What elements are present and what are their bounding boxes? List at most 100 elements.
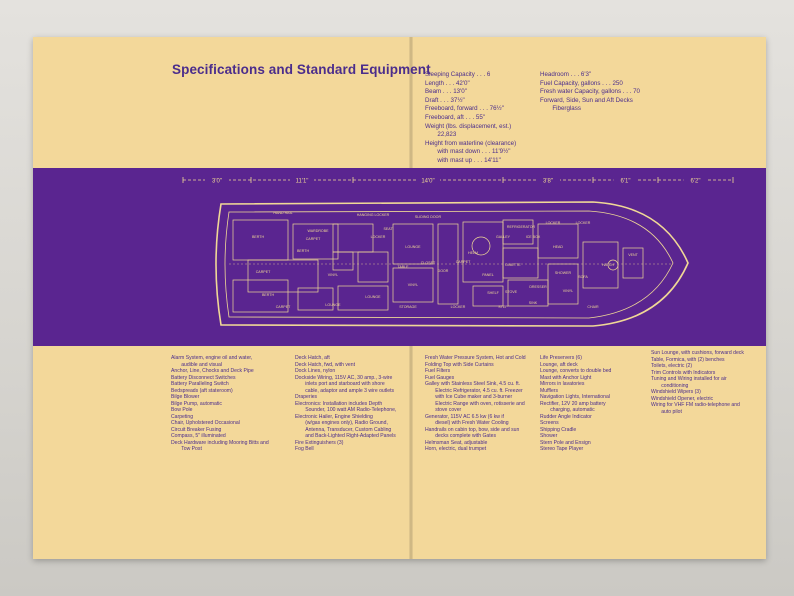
equipment-item: Table, Formica, with (2) benches bbox=[651, 356, 725, 363]
dimension-label: 6'2" bbox=[691, 179, 701, 185]
equipment-item: Deck Hardware including Mooring Bitts an… bbox=[171, 439, 269, 446]
specifications-column-2: Headroom . . . 6'3"Fuel Capacity, gallon… bbox=[540, 71, 640, 114]
equipment-item: Screens bbox=[540, 420, 559, 426]
equipment-item: Galley with Stainless Steel Sink, 4.5 cu… bbox=[425, 381, 521, 387]
plan-label: WARDROBE bbox=[307, 229, 329, 233]
plan-label: ICE BOX bbox=[526, 235, 541, 239]
equipment-item: Lounge, aft deck bbox=[540, 361, 578, 368]
plan-label: LOCKER bbox=[451, 305, 466, 309]
plan-label: STORAGE bbox=[399, 305, 417, 309]
plan-label: SLIDING DOOR bbox=[415, 215, 442, 219]
equipment-column-1: Alarm System, engine oil and water, audi… bbox=[171, 355, 269, 453]
equipment-item: Wiring for VHF FM radio-telephone and bbox=[651, 402, 740, 408]
equipment-item: Battery Paralleling Switch bbox=[171, 381, 229, 387]
equipment-item: Chair, Upholstered Occasional bbox=[171, 420, 240, 426]
dimension-label-bg bbox=[290, 176, 314, 184]
spec-line: Beam . . . 13'0" bbox=[425, 88, 467, 96]
equipment-item: Trim Controls with Indicators bbox=[651, 369, 716, 376]
dimension-label-bg bbox=[613, 176, 638, 184]
spec-line: Sleeping Capacity . . . 6 bbox=[425, 71, 491, 78]
equipment-item: Deck Hatch, fwd, with vent bbox=[295, 361, 356, 368]
equipment-item: Folding Top with Side Curtains bbox=[425, 361, 494, 368]
cabin-compartment bbox=[337, 285, 389, 311]
equipment-item: Electronic Hailer, Engine Shielding bbox=[295, 413, 373, 420]
equipment-item: Life Preservers (6) bbox=[540, 355, 582, 361]
plan-label: VINYL bbox=[328, 273, 338, 277]
plan-label: SINK bbox=[529, 301, 538, 305]
plan-label: LOUNGE bbox=[365, 295, 381, 299]
equipment-item: Stern Pole and Ensign bbox=[540, 439, 591, 446]
cabin-compartment bbox=[502, 247, 539, 279]
equipment-item: Horn, electric, dual trumpet bbox=[425, 446, 487, 452]
plan-label: CHAIR bbox=[587, 305, 599, 309]
plan-label: LOCKER bbox=[576, 221, 591, 225]
plan-label: DINETTE bbox=[505, 263, 521, 267]
equipment-item: Toilets, electric (2) bbox=[651, 363, 693, 369]
plan-label: LOUNGE bbox=[325, 303, 341, 307]
equipment-item: Generator, 115V AC 6.5 kw (6 kw if bbox=[425, 413, 504, 420]
plan-label: HELM bbox=[468, 251, 478, 255]
equipment-item: with Ice Cube maker and 3-burner bbox=[425, 394, 513, 400]
plan-label: SHELF bbox=[487, 291, 499, 295]
plan-label: GALLEY bbox=[496, 235, 511, 239]
equipment-item: Shower bbox=[540, 433, 558, 439]
hatch-circle bbox=[607, 259, 619, 271]
equipment-item: Deck Hatch, aft bbox=[295, 355, 330, 361]
equipment-item: Stereo Tape Player bbox=[540, 446, 584, 452]
equipment-item: Battery Disconnect Switches bbox=[171, 374, 236, 381]
spec-line: with mast down . . . 11'9½" bbox=[425, 148, 511, 156]
cabin-layout bbox=[229, 219, 673, 313]
cabin-compartment bbox=[247, 259, 319, 293]
cabin-compartment bbox=[472, 285, 504, 307]
spec-line: 22,823 bbox=[425, 131, 457, 139]
plan-label: BERTH bbox=[252, 235, 265, 239]
plan-label: SEAT bbox=[383, 227, 393, 231]
spec-line: with mast up . . . 14'11" bbox=[425, 156, 501, 164]
plan-label: CARPET bbox=[276, 305, 291, 309]
spec-line: Fiberglass bbox=[540, 105, 581, 113]
equipment-column-3: Fresh Water Pressure System, Hot and Col… bbox=[425, 355, 526, 453]
cabin-compartment bbox=[332, 251, 354, 271]
dimension-label: 3'8" bbox=[543, 179, 553, 185]
plan-label: SHOWER bbox=[555, 271, 572, 275]
plan-label: HEAD bbox=[553, 245, 563, 249]
spec-line: Headroom . . . 6'3" bbox=[540, 71, 592, 78]
spec-line: Forward, Side, Sun and Aft Decks bbox=[540, 96, 633, 104]
equipment-item: Helmsman Seat, adjustable bbox=[425, 439, 488, 446]
equipment-item: Fire Extinguishers (3) bbox=[295, 439, 344, 446]
equipment-item: decks complete with Gates bbox=[425, 433, 497, 439]
equipment-item: Windshield Opener, electric bbox=[651, 395, 714, 402]
spec-line: Freeboard, aft . . . 55" bbox=[425, 113, 485, 121]
equipment-item: cable, adaptor and ample 3 wire outlets bbox=[295, 387, 395, 394]
plan-label: LOCKER bbox=[371, 235, 386, 239]
equipment-item: Bedspreads (aft stateroom) bbox=[171, 387, 233, 394]
dimension-label-bg bbox=[683, 176, 708, 184]
equipment-item: Bilge Pump, automatic bbox=[171, 400, 222, 407]
equipment-item: Tow Post bbox=[171, 446, 202, 452]
spec-line: Height from waterline (clearance) bbox=[425, 139, 517, 147]
plan-label: BERTH bbox=[262, 293, 275, 297]
cabin-compartment bbox=[357, 251, 389, 283]
cabin-compartment bbox=[332, 223, 374, 253]
cabin-compartment bbox=[547, 263, 579, 305]
dimension-label-bg bbox=[205, 176, 229, 184]
cabin-compartment bbox=[502, 219, 534, 245]
equipment-item: Sun Lounge, with cushions, forward deck bbox=[651, 350, 744, 356]
equipment-item: Shipping Cradle bbox=[540, 426, 577, 433]
equipment-item: audible and visual bbox=[171, 361, 222, 368]
equipment-item: Navigation Lights, International bbox=[540, 394, 610, 400]
equipment-item: (w/gas engines only), Radio Ground, bbox=[295, 420, 388, 426]
plan-label: TABLE bbox=[397, 265, 409, 269]
equipment-item: Bilge Blower bbox=[171, 394, 200, 400]
equipment-item: Electric Range with oven, rotisserie and bbox=[425, 400, 525, 407]
equipment-item: Antenna, Transducer, Custom Cabling bbox=[295, 426, 392, 433]
plan-label: CARPET bbox=[456, 260, 471, 264]
equipment-item: conditioning bbox=[651, 382, 689, 389]
equipment-item: Compass, 5" illuminated bbox=[171, 433, 226, 439]
helm-wheel bbox=[471, 236, 491, 256]
equipment-item: Circuit Breaker Fusing bbox=[171, 426, 222, 433]
equipment-item: Anchor, Line, Chocks and Deck Pipe bbox=[171, 368, 254, 374]
